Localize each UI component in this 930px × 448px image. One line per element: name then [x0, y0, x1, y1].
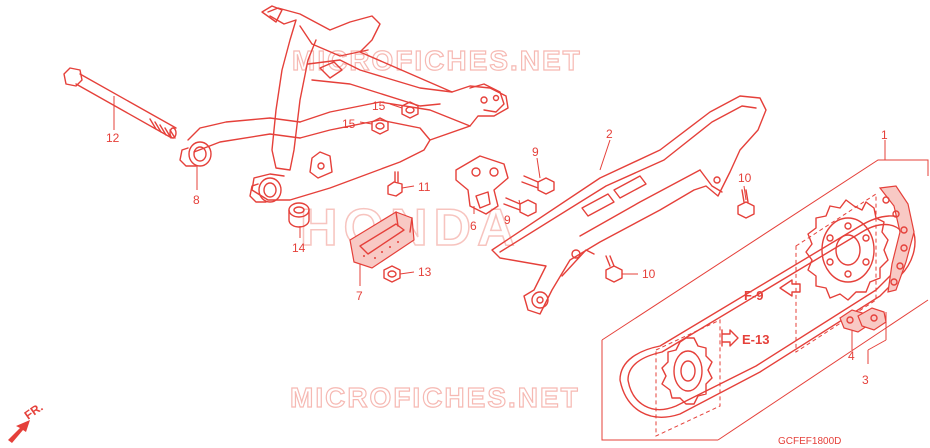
callout-15a: 15: [372, 99, 386, 113]
ref-arrow-f9: [779, 279, 801, 297]
callout-11: 11: [418, 180, 431, 194]
front-direction-arrow: [8, 420, 30, 443]
callout-10b: 10: [642, 267, 656, 281]
callout-12: 12: [106, 131, 120, 145]
part-nut-15b: [371, 117, 389, 135]
ref-label-e13[interactable]: E-13: [742, 332, 769, 347]
callout-13: 13: [418, 265, 432, 279]
part-bolt-11: [387, 171, 403, 197]
part-drive-chain: [619, 185, 916, 418]
part-drive-sprocket: [661, 337, 713, 405]
ref-label-f9[interactable]: F-9: [744, 288, 764, 303]
front-label: FR.: [22, 400, 46, 423]
callout-9b: 9: [504, 213, 511, 227]
part-nut-13: [383, 265, 401, 283]
callout-6: 6: [470, 219, 477, 233]
ref-arrow-e13: [721, 329, 739, 347]
part-bush-14: [288, 202, 310, 228]
callout-15b: 15: [342, 117, 356, 131]
leader-lines: [113, 96, 887, 364]
part-swingarm: [179, 5, 509, 203]
callout-4: 4: [848, 349, 855, 363]
callout-2: 2: [606, 127, 613, 141]
part-chain-slider: [349, 211, 415, 269]
callout-10a: 10: [738, 171, 752, 185]
part-bolt-10a: [737, 189, 755, 219]
part-axle-bolt: [63, 67, 177, 139]
part-master-link: [839, 307, 887, 333]
watermark-bottom: MICROFICHES.NET: [290, 382, 580, 413]
diagram-code: GCFEF1800D: [778, 436, 841, 447]
callout-9a: 9: [532, 145, 539, 159]
part-chain-case: [491, 95, 767, 315]
callout-14: 14: [292, 241, 306, 255]
callout-1: 1: [881, 128, 888, 142]
sprocket-chain-frame: [601, 159, 929, 441]
callout-8: 8: [193, 193, 200, 207]
callout-7: 7: [356, 289, 363, 303]
callout-3: 3: [862, 373, 869, 387]
part-bolt-10b: [605, 255, 623, 283]
part-nut-15a: [401, 101, 419, 119]
part-driven-sprocket: [805, 199, 889, 301]
part-bolt-9a: [521, 175, 555, 195]
part-bolt-9b: [503, 197, 537, 217]
part-bracket-6: [455, 155, 509, 215]
